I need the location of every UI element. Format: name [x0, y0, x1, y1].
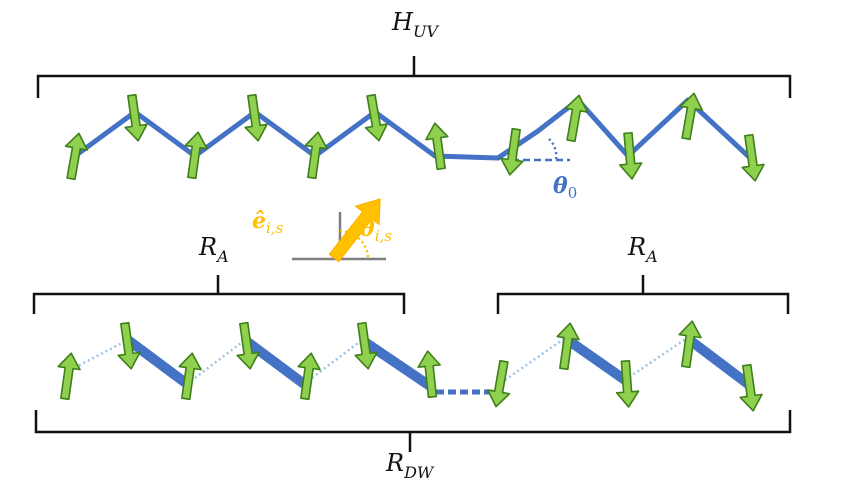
top-spin-arrow-icon: [741, 133, 765, 182]
bottom-spin-arrow-icon: [117, 321, 141, 370]
spin-arrows: [57, 92, 765, 412]
top-spin-arrow-icon: [304, 131, 328, 180]
bottom-spin-arrow-icon: [297, 352, 321, 401]
bottom-spin-arrow-icon: [739, 363, 763, 412]
orientation-legend: [292, 198, 386, 263]
top-spin-arrow-icon: [564, 94, 589, 143]
top-spin-arrow-icon: [64, 132, 89, 181]
bottom-spin-arrow-icon: [486, 359, 511, 408]
bottom-spin-arrow-icon: [615, 359, 640, 408]
bottom-spin-arrow-icon: [57, 352, 81, 401]
r-a-left-bracket: [32, 275, 406, 314]
top-chain: [72, 97, 751, 161]
top-spin-arrow-icon: [244, 93, 268, 142]
r-dw-label: RDW: [385, 449, 435, 482]
r-a-left-label: RA: [198, 233, 229, 266]
unit-vector-arrow-icon: [328, 198, 381, 263]
theta-0-angle-marker: [512, 138, 570, 162]
theta-0-label: θ0: [553, 173, 577, 202]
r-dw-bracket: [34, 410, 792, 452]
theta-is-label: θi,s: [360, 216, 392, 245]
bottom-spin-arrow-icon: [417, 350, 441, 399]
h-uv-label: HUV: [391, 8, 439, 41]
top-spin-arrow-icon: [364, 93, 389, 142]
bottom-chain: [69, 333, 752, 395]
r-a-right-bracket: [496, 275, 790, 314]
bottom-spin-arrow-icon: [354, 321, 378, 370]
bottom-spin-arrow-icon: [178, 352, 202, 401]
unit-vector-label: êi,s: [252, 208, 284, 237]
bottom-spin-arrow-icon: [236, 321, 260, 370]
top-spin-arrow-icon: [679, 92, 704, 141]
top-spin-arrow-icon: [425, 122, 449, 171]
top-spin-arrow-icon: [184, 131, 208, 180]
h-uv-bracket: [36, 56, 792, 98]
top-spin-arrow-icon: [124, 93, 148, 142]
top-spin-arrow-icon: [618, 131, 643, 180]
bottom-spin-arrow-icon: [556, 322, 580, 371]
top-spin-arrow-icon: [500, 127, 524, 176]
theta-is-arc: [339, 229, 370, 260]
bottom-spin-arrow-icon: [678, 320, 702, 369]
r-a-right-label: RA: [627, 233, 658, 266]
